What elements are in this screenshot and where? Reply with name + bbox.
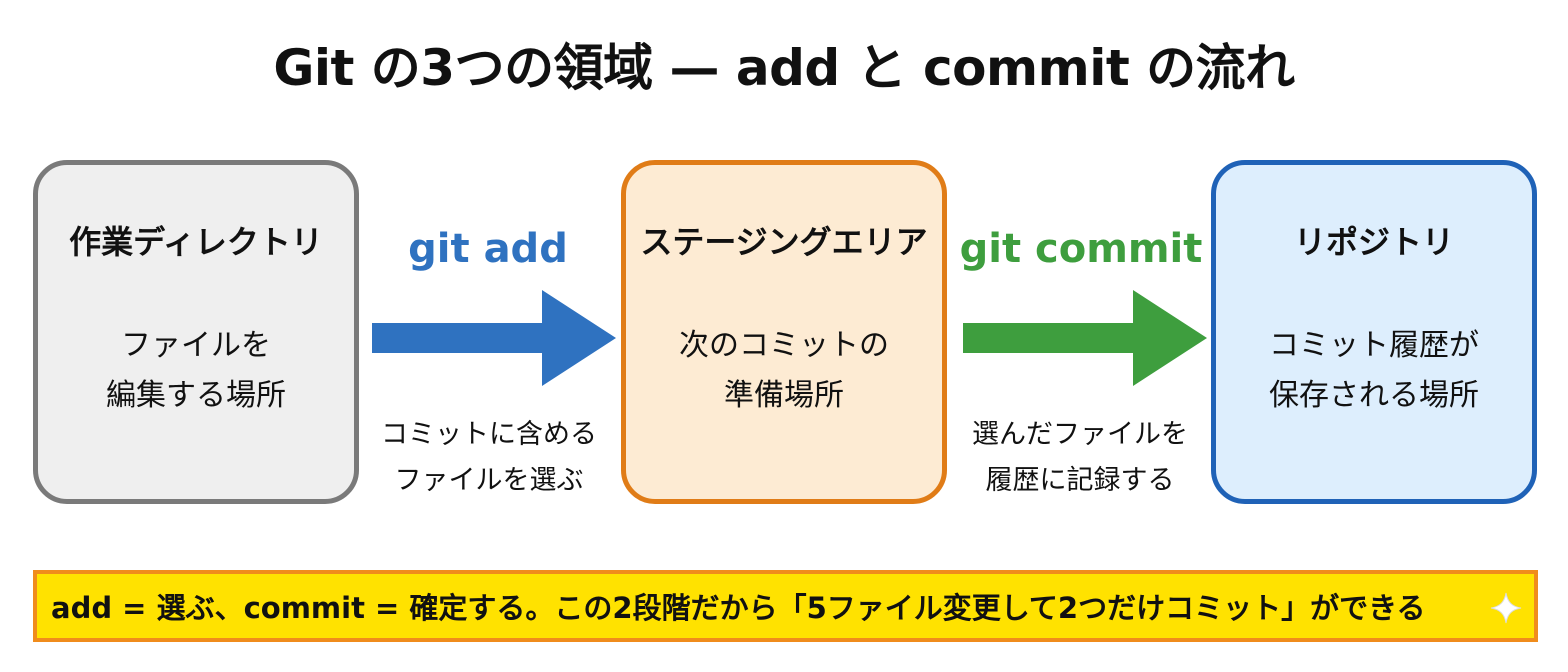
staging-area-box: ステージングエリア 次のコミットの 準備場所 <box>621 160 947 504</box>
git-commit-label: git commit <box>959 226 1203 272</box>
git-add-description: コミットに含める ファイルを選ぶ <box>362 412 616 504</box>
summary-banner-text: add = 選ぶ、commit = 確定する。この2段階だから「5ファイル変更し… <box>51 591 1426 625</box>
staging-area-title: ステージングエリア <box>640 223 928 261</box>
working-directory-title: 作業ディレクトリ <box>69 223 323 261</box>
git-commit-description: 選んだファイルを 履歴に記録する <box>952 412 1208 504</box>
git-add-arrow-icon <box>372 290 616 386</box>
git-commit-desc-line: 選んだファイルを <box>972 419 1188 450</box>
git-add-label: git add <box>408 226 568 272</box>
repository-description: コミット履歴が 保存される場所 <box>1216 321 1532 421</box>
git-commit-desc-line: 履歴に記録する <box>985 465 1175 496</box>
repository-desc-line: コミット履歴が <box>1269 328 1479 363</box>
repository-title: リポジトリ <box>1293 223 1454 261</box>
repository-box: リポジトリ コミット履歴が 保存される場所 <box>1211 160 1537 504</box>
diagram-title: Git の3つの領域 — add と commit の流れ <box>273 39 1295 97</box>
staging-area-desc-line: 次のコミットの <box>679 328 889 363</box>
staging-area-description: 次のコミットの 準備場所 <box>626 321 942 421</box>
repository-desc-line: 保存される場所 <box>1269 378 1479 413</box>
git-add-desc-line: コミットに含める <box>381 419 597 450</box>
summary-banner: add = 選ぶ、commit = 確定する。この2段階だから「5ファイル変更し… <box>33 570 1538 642</box>
working-directory-desc-line: ファイルを <box>121 328 271 363</box>
working-directory-desc-line: 編集する場所 <box>106 378 286 413</box>
working-directory-box: 作業ディレクトリ ファイルを 編集する場所 <box>33 160 359 504</box>
git-commit-arrow-icon <box>963 290 1207 386</box>
working-directory-description: ファイルを 編集する場所 <box>38 321 354 421</box>
sparkle-icon <box>1490 592 1522 624</box>
git-add-desc-line: ファイルを選ぶ <box>394 465 584 496</box>
staging-area-desc-line: 準備場所 <box>724 378 844 413</box>
